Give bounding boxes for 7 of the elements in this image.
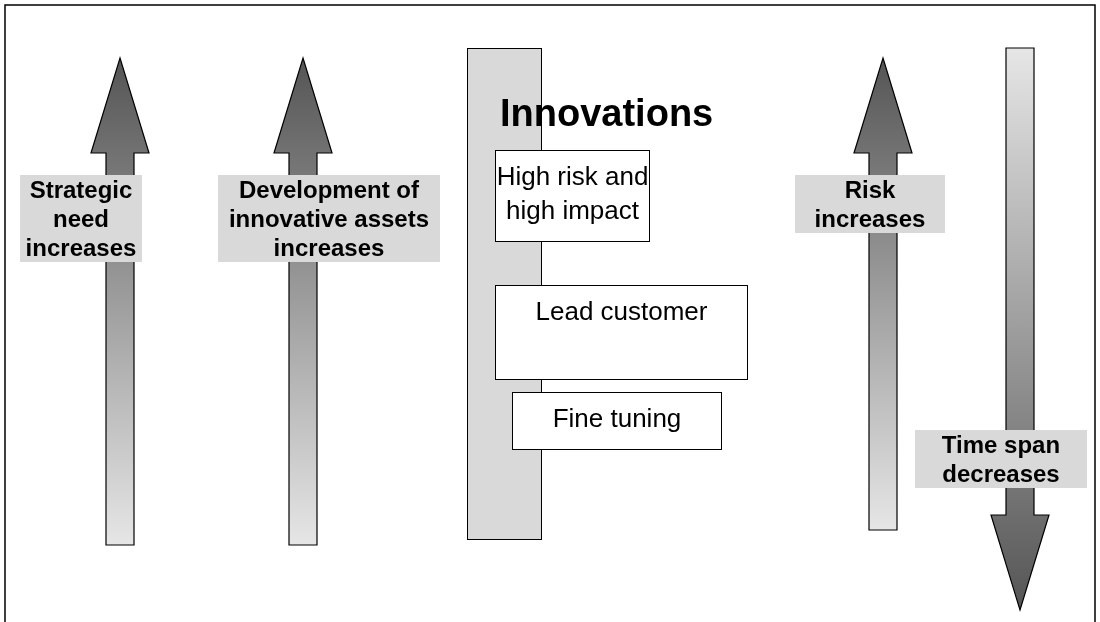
level-box: Lead customer	[495, 285, 748, 380]
arrow-label: Time span decreases	[915, 430, 1087, 488]
arrow-label: Development of innovative assets increases	[218, 175, 440, 262]
level-box: Fine tuning	[512, 392, 722, 450]
level-box: High risk and high impact	[495, 150, 650, 242]
arrow-label: Risk increases	[795, 175, 945, 233]
arrow-label: Strategic need increases	[20, 175, 142, 262]
